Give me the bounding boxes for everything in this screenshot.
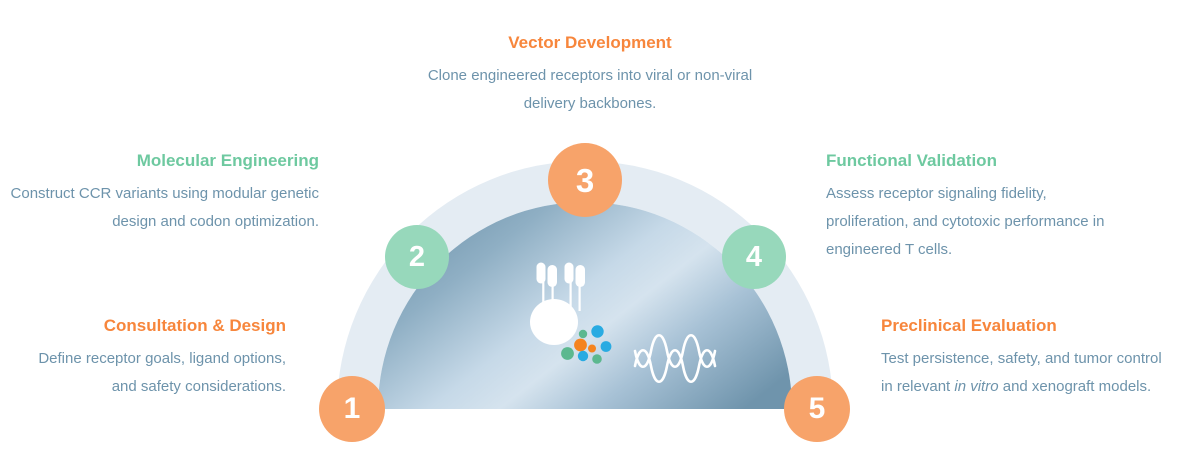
step-block-4: Functional Validation Assess receptor si… [826, 150, 1116, 264]
t-cell-with-receptors-icon [530, 262, 585, 345]
step-circle-3[interactable]: 3 [548, 143, 622, 217]
arch-inner-dome [378, 202, 792, 409]
step-block-3: Vector Development Clone engineered rece… [425, 32, 755, 118]
step-title-3: Vector Development [508, 33, 672, 52]
step-circle-4[interactable]: 4 [722, 225, 786, 289]
step-number-5: 5 [808, 392, 826, 425]
step-title-5: Preclinical Evaluation [881, 316, 1057, 335]
step-circle-2[interactable]: 2 [385, 225, 449, 289]
dna-double-helix-icon [633, 333, 717, 384]
step-body-3: Clone engineered receptors into viral or… [427, 67, 753, 112]
step-circle-5[interactable]: 5 [784, 376, 850, 442]
step-block-5: Preclinical Evaluation Test persistence,… [881, 315, 1171, 401]
step-number-2: 2 [408, 240, 426, 273]
step-body-5-part1: Test persistence, safety, and tumor cont… [881, 350, 1162, 395]
step-body-5-italic: in vitro [954, 378, 999, 395]
step-number-3: 3 [575, 161, 595, 199]
step-number-1: 1 [343, 392, 361, 425]
step-title-1: Consultation & Design [103, 316, 286, 335]
step-body-5: Test persistence, safety, and tumor cont… [881, 345, 1171, 401]
step-block-2: Molecular Engineering Construct CCR vari… [6, 150, 319, 236]
step-body-1: Define receptor goals, ligand options, a… [38, 350, 286, 395]
step-block-1: Consultation & Design Define receptor go… [20, 315, 286, 401]
step-body-2: Construct CCR variants using modular gen… [10, 185, 319, 230]
step-body-5-part2: and xenograft models. [998, 378, 1152, 395]
step-title-2: Molecular Engineering [136, 151, 319, 170]
step-title-4: Functional Validation [826, 151, 997, 170]
step-number-4: 4 [745, 240, 763, 273]
signaling-molecules-icon [561, 325, 612, 364]
step-body-4: Assess receptor signaling fidelity, prol… [826, 185, 1105, 258]
step-circle-1[interactable]: 1 [319, 376, 385, 442]
